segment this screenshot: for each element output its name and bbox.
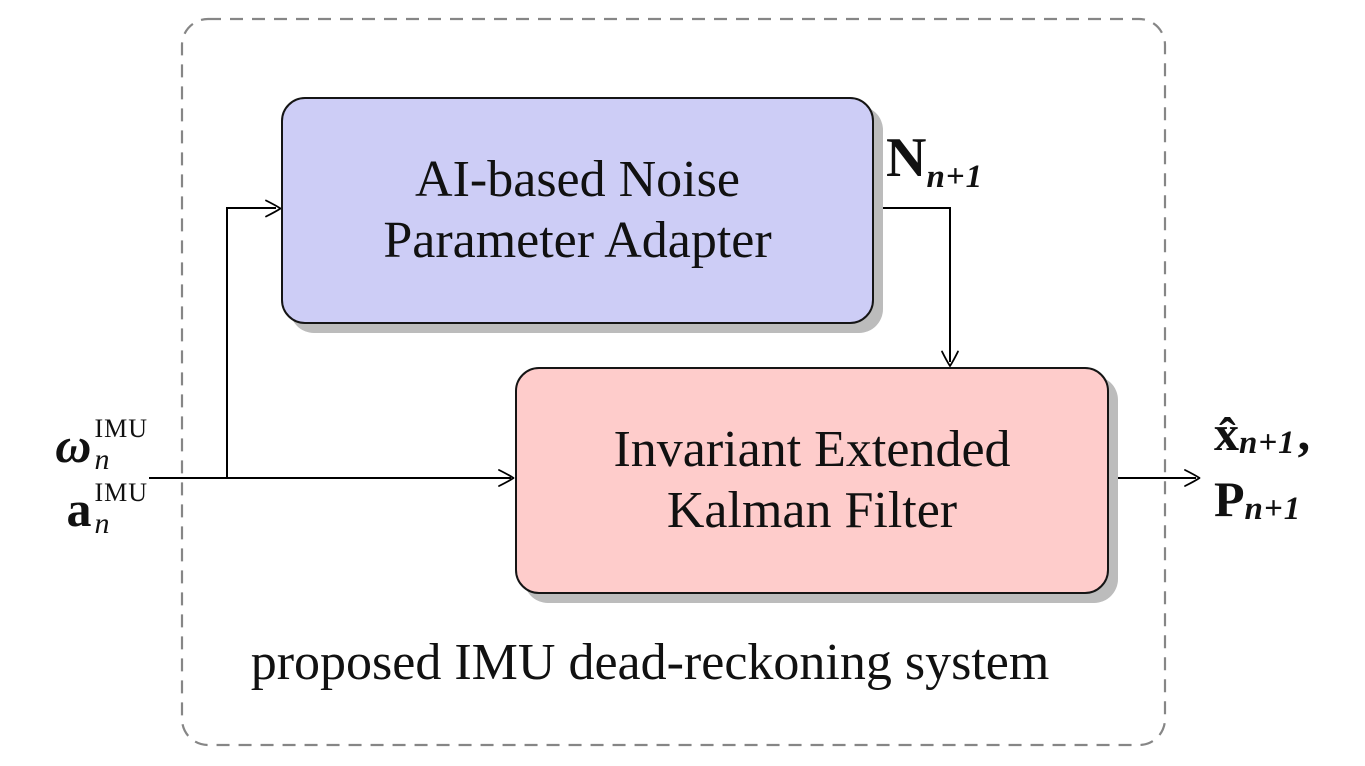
filter-box-label: Invariant Extended Kalman Filter bbox=[613, 420, 1010, 542]
omega-symbol: ω bbox=[55, 417, 92, 473]
adapter-box-label: AI-based Noise Parameter Adapter bbox=[383, 150, 771, 272]
adapter-branch-line bbox=[226, 207, 276, 478]
filter-box-line2: Kalman Filter bbox=[666, 481, 958, 539]
input-angular-rate-label: ω IMU n bbox=[55, 414, 148, 476]
arrowhead-output bbox=[1184, 469, 1201, 487]
noise-params-label: Nn+1 bbox=[886, 127, 983, 195]
filter-box-line1: Invariant Extended bbox=[613, 420, 1011, 478]
covariance-subscript: n+1 bbox=[1244, 491, 1302, 528]
noise-params-line bbox=[867, 207, 951, 362]
input-acceleration-label: a IMU n bbox=[66, 478, 148, 540]
accel-supsub: IMU n bbox=[94, 477, 148, 540]
arrowhead-into-adapter bbox=[265, 199, 282, 218]
state-subscript: n+1 bbox=[1239, 425, 1296, 462]
covariance-symbol: P bbox=[1214, 471, 1245, 527]
arrowhead-into-filter-top bbox=[941, 350, 959, 367]
accel-symbol: a bbox=[66, 481, 92, 537]
omega-supsub: IMU n bbox=[94, 413, 148, 476]
filter-box: Invariant Extended Kalman Filter bbox=[515, 367, 1109, 594]
state-symbol: x̂ bbox=[1214, 405, 1239, 461]
adapter-box-line1: AI-based Noise bbox=[415, 150, 740, 208]
accel-superscript: IMU bbox=[94, 477, 148, 507]
system-boundary-dashed-border bbox=[180, 17, 1167, 747]
adapter-box-line2: Parameter Adapter bbox=[383, 211, 772, 269]
omega-superscript: IMU bbox=[94, 413, 148, 443]
state-output-label: x̂n+1, bbox=[1214, 400, 1310, 466]
adapter-box: AI-based Noise Parameter Adapter bbox=[281, 97, 874, 324]
arrowhead-into-filter-left bbox=[498, 469, 515, 487]
omega-subscript: n bbox=[94, 442, 110, 476]
noise-subscript: n+1 bbox=[926, 158, 984, 195]
noise-symbol: N bbox=[886, 127, 927, 189]
diagram-caption: proposed IMU dead-reckoning system bbox=[250, 634, 1050, 691]
state-comma: , bbox=[1297, 405, 1311, 461]
accel-subscript: n bbox=[94, 506, 110, 540]
